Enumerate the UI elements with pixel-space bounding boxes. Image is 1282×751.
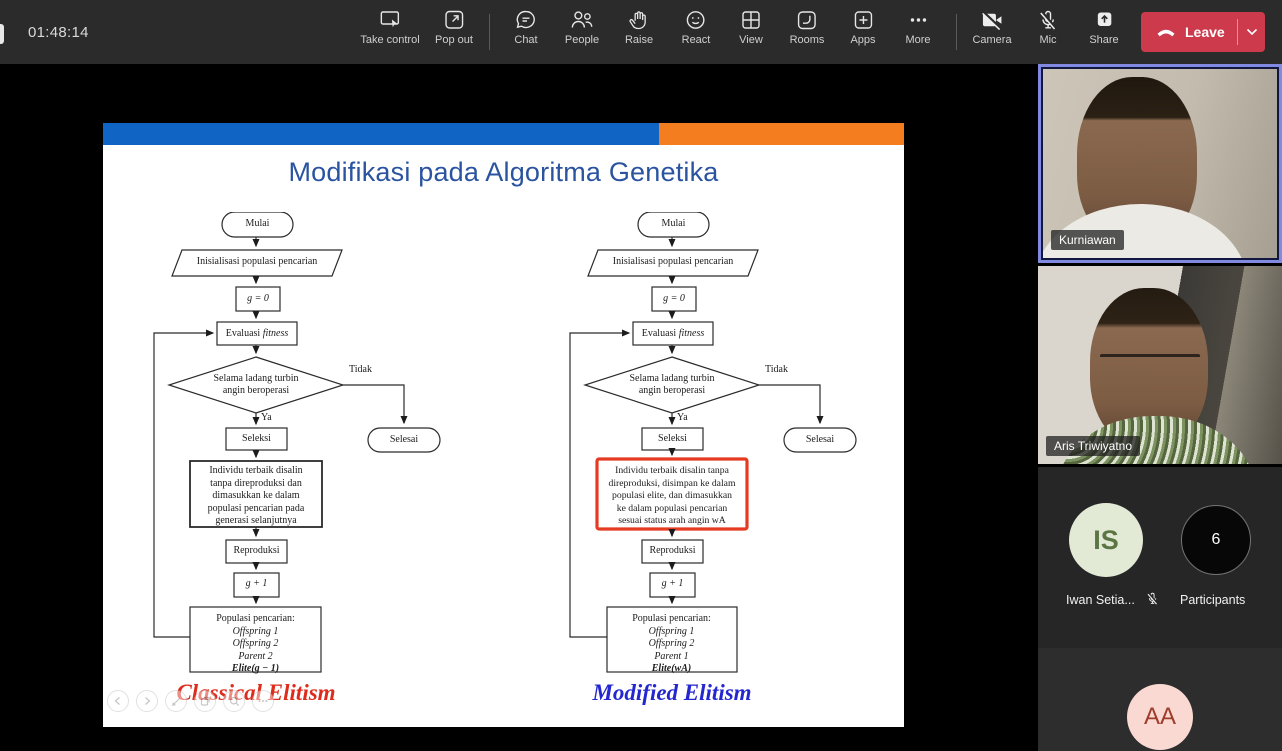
pop-out-button[interactable]: Pop out [435,9,473,46]
camera-off-icon [979,9,1005,31]
participants-sidebar: Kurniawan Aris Triwiyatno IS 6 Iwan Seti… [1035,64,1282,751]
more-icon [906,9,930,31]
participant-glasses [1100,354,1200,370]
pen-tool-button[interactable] [165,690,187,712]
participants-count-badge[interactable]: 6 [1181,505,1251,575]
meeting-timer: 01:48:14 [28,24,89,41]
people-icon [569,9,595,31]
label-ya: Ya [677,412,688,423]
caption-modified-elitism: Modified Elitism [592,680,752,705]
previous-slide-button[interactable] [107,690,129,712]
mic-off-icon [1145,591,1160,609]
leave-button[interactable]: Leave [1141,24,1237,41]
take-control-button[interactable]: Take control [360,9,420,46]
zoom-slide-button[interactable] [223,690,245,712]
node-populasi: Populasi pencarian: Offspring 1 Offsprin… [216,613,295,675]
toolbar-divider [956,14,957,50]
node-seleksi: Seleksi [658,433,687,444]
avatar-iwan[interactable]: IS [1069,503,1143,577]
node-mulai: Mulai [661,218,686,229]
video-feed: Kurniawan [1041,67,1279,260]
next-slide-button[interactable] [136,690,158,712]
react-button[interactable]: React [682,9,710,46]
node-elitism-description-highlighted: Individu terbaik disalin tanpa direprodu… [608,465,736,527]
share-icon [1092,9,1116,31]
node-condition: Selama ladang turbin angin beroperasi [213,373,299,396]
take-control-icon [378,9,402,31]
node-g1: g + 1 [661,578,684,589]
edge-notch [0,24,4,44]
label-tidak: Tidak [349,364,372,375]
node-g1: g + 1 [245,578,268,589]
presentation-slide: Modifikasi pada Algoritma Genetika [103,123,904,727]
participants-count-label: Participants [1180,593,1246,607]
toolbar-divider [489,14,490,50]
flowchart-modified: Mulai Inisialisasi populasi pencarian g … [519,212,879,727]
chat-icon [514,9,538,31]
label-tidak: Tidak [765,364,788,375]
mic-off-icon [1036,9,1060,31]
view-button[interactable]: View [739,9,763,46]
rooms-button[interactable]: Rooms [790,9,824,46]
view-icon [739,9,763,31]
chat-button[interactable]: Chat [514,9,538,46]
participant-name-label: Kurniawan [1051,230,1124,250]
node-init: Inisialisasi populasi pencarian [612,256,734,267]
leave-button-group: Leave [1141,12,1265,52]
apps-icon [851,9,875,31]
all-slides-button[interactable] [194,690,216,712]
node-reproduksi: Reproduksi [649,545,696,556]
label-ya: Ya [261,412,272,423]
meeting-toolbar: 01:48:14 Take control Pop out Chat [0,0,1282,64]
slide-accent-bar-blue [103,123,659,145]
node-reproduksi: Reproduksi [233,545,280,556]
video-tile-aris[interactable]: Aris Triwiyatno [1038,266,1282,464]
node-selesai: Selesai [805,434,835,445]
mic-button[interactable]: Mic [1036,9,1060,46]
node-g0: g = 0 [247,293,269,304]
share-button[interactable]: Share [1089,9,1119,46]
presenter-nav-dock [107,690,274,712]
leave-call-icon [1155,24,1177,41]
flowchart-classical: Mulai Inisialisasi populasi pencarian g … [103,212,463,727]
more-options-button[interactable] [252,690,274,712]
node-selesai: Selesai [389,434,419,445]
node-condition: Selama ladang turbin angin beroperasi [629,373,715,396]
pop-out-icon [442,9,466,31]
leave-options-chevron[interactable] [1238,12,1265,52]
node-seleksi: Seleksi [242,433,271,444]
shared-screen-stage: Modifikasi pada Algoritma Genetika [0,64,1035,751]
avatar-aa[interactable]: AA [1127,684,1193,750]
node-evaluasi-fitness: Evaluasi fitness [225,328,289,339]
node-mulai: Mulai [245,218,270,229]
apps-button[interactable]: Apps [850,9,876,46]
leave-divider [1237,19,1238,45]
raise-hand-icon [627,9,651,31]
slide-accent-bar-orange [659,123,904,145]
video-tile-kurniawan[interactable]: Kurniawan [1038,64,1282,263]
extra-participant-section: AA [1038,648,1282,751]
node-elitism-description: Individu terbaik disalin tanpa direprodu… [207,465,305,527]
node-g0: g = 0 [663,293,685,304]
participant-name-label: Aris Triwiyatno [1046,436,1141,456]
react-icon [684,9,708,31]
more-button[interactable]: More [905,9,931,46]
participant-label-iwan: Iwan Setia... [1066,591,1160,609]
camera-button[interactable]: Camera [972,9,1012,46]
raise-hand-button[interactable]: Raise [625,9,653,46]
rooms-icon [795,9,819,31]
people-button[interactable]: People [565,9,599,46]
node-evaluasi-fitness: Evaluasi fitness [641,328,705,339]
slide-title: Modifikasi pada Algoritma Genetika [288,157,719,187]
node-populasi: Populasi pencarian: Offspring 1 Offsprin… [632,613,711,675]
node-init: Inisialisasi populasi pencarian [196,256,318,267]
